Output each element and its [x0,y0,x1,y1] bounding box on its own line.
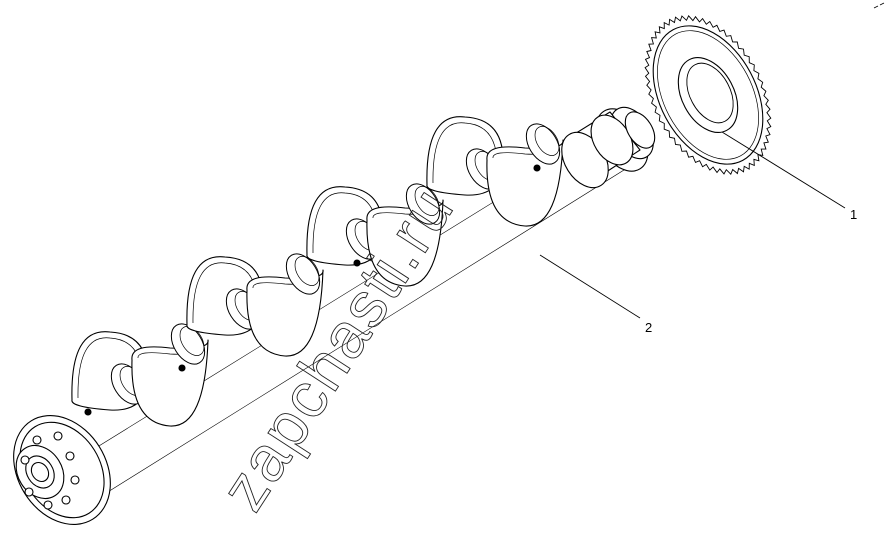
bolt-hole [32,435,42,445]
bolt-hole [65,451,75,461]
bolt-hole [70,475,80,485]
bolt-hole [61,495,71,505]
rear-shaft-end [561,106,656,189]
crank-web [486,123,564,227]
crank-web [131,323,209,427]
timing-gear [644,14,772,175]
callout-label-1: 1 [850,207,857,222]
crank-web [246,253,324,357]
bolt-hole [24,487,34,497]
leader-line-1 [721,131,846,209]
front-flange [13,408,111,525]
corner-mark [873,2,885,9]
bolt-hole [20,455,30,465]
callout-label-2: 2 [645,320,652,335]
leader-line-2 [539,254,641,319]
bolt-hole [53,431,63,441]
crankshaft [13,106,656,525]
crank-web [366,183,444,287]
bolt-hole [43,500,53,510]
